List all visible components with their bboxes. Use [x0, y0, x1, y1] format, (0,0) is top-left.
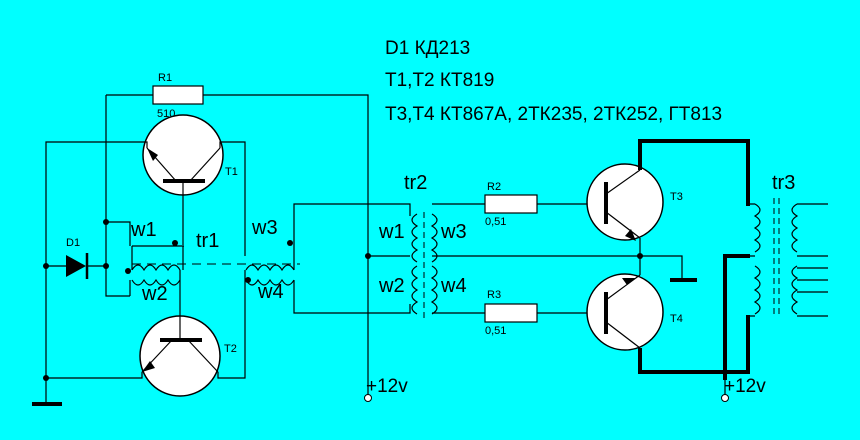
- t4-collector-path: [638, 315, 750, 374]
- tr1-w3-label: w3: [251, 217, 278, 239]
- note-driver-transistors: T1,T2 КТ819: [385, 70, 494, 91]
- r2-label: R2: [487, 181, 501, 193]
- transistor-t1: T1: [142, 114, 238, 245]
- transistor-t2: T2: [139, 270, 237, 397]
- r2-value: 0,51: [485, 216, 506, 228]
- diode-d1: D1: [66, 237, 89, 279]
- transformer-tr2: tr2 w1 w2 w3 w4: [378, 172, 467, 318]
- tr2-label: tr2: [404, 172, 427, 194]
- resistor-r3: R3 0,51: [484, 289, 538, 337]
- r3-value: 0,51: [485, 325, 506, 337]
- tr2-w4-label: w4: [440, 275, 467, 297]
- tr2-w3-label: w3: [440, 221, 467, 243]
- r1-left-wire: [105, 95, 130, 297]
- r3-label: R3: [487, 289, 501, 301]
- tr1-primary-coil: [131, 245, 184, 286]
- transformer-tr1: w1 tr1 w2 w3 w4: [106, 217, 300, 305]
- t3-collector-path: [638, 139, 750, 206]
- tr3-secondary-coil: [791, 203, 799, 315]
- transistor-t3: T3: [586, 163, 683, 241]
- ground-right-wire: [640, 255, 683, 278]
- tr1-w2-label: w2: [141, 283, 168, 305]
- tr2-w1-label: w1: [378, 221, 405, 243]
- r1-label: R1: [158, 72, 172, 84]
- tr1-w1-label: w1: [130, 219, 157, 241]
- tr1-w3-wire: [293, 203, 411, 270]
- supply-left-label: +12v: [366, 376, 408, 397]
- transformer-tr3: tr3: [753, 172, 799, 318]
- t3-label: T3: [670, 191, 683, 203]
- tr3-primary-coil: [753, 203, 761, 315]
- resistor-r2: R2 0,51: [484, 181, 538, 228]
- supply-right-label: +12v: [724, 376, 766, 397]
- tr2-secondary-coil: [430, 213, 438, 315]
- terminal-left-icon: [364, 394, 372, 402]
- tr2-primary-coil: [411, 213, 419, 315]
- tr1-w4-label: w4: [257, 281, 284, 303]
- t1-collector-wire: [219, 141, 246, 256]
- tr1-label: tr1: [196, 230, 219, 252]
- t1-emitter-wire: [45, 141, 148, 378]
- note-output-transistors: T3,T4 КТ867А, 2ТК235, 2ТК252, ГТ813: [385, 104, 722, 125]
- tr1-w4-wire: [293, 280, 411, 314]
- t4-label: T4: [670, 313, 683, 325]
- tr3-secondary-leads: [797, 203, 828, 317]
- t2-emitter-wire: [46, 372, 143, 379]
- supply-center-tap-path: [723, 254, 750, 380]
- terminal-right-icon: [721, 394, 729, 402]
- r1-wire: [106, 94, 369, 398]
- resistor-r1: R1 510: [152, 72, 204, 120]
- d1-label: D1: [66, 237, 80, 249]
- note-diode: D1 КД213: [385, 38, 470, 59]
- t2-label: T2: [224, 343, 237, 355]
- transistor-t4: T4: [586, 273, 683, 351]
- tr3-primary-leads: [748, 203, 755, 317]
- tr2-w2-label: w2: [378, 275, 405, 297]
- tr3-label: tr3: [772, 172, 795, 194]
- tr1-w-left-leads: [106, 221, 131, 296]
- tr2-secondary-wires: [432, 203, 485, 314]
- t2-collector-wire: [217, 270, 246, 379]
- t1-label: T1: [225, 166, 238, 178]
- tr1-secondary-coil: [245, 264, 295, 286]
